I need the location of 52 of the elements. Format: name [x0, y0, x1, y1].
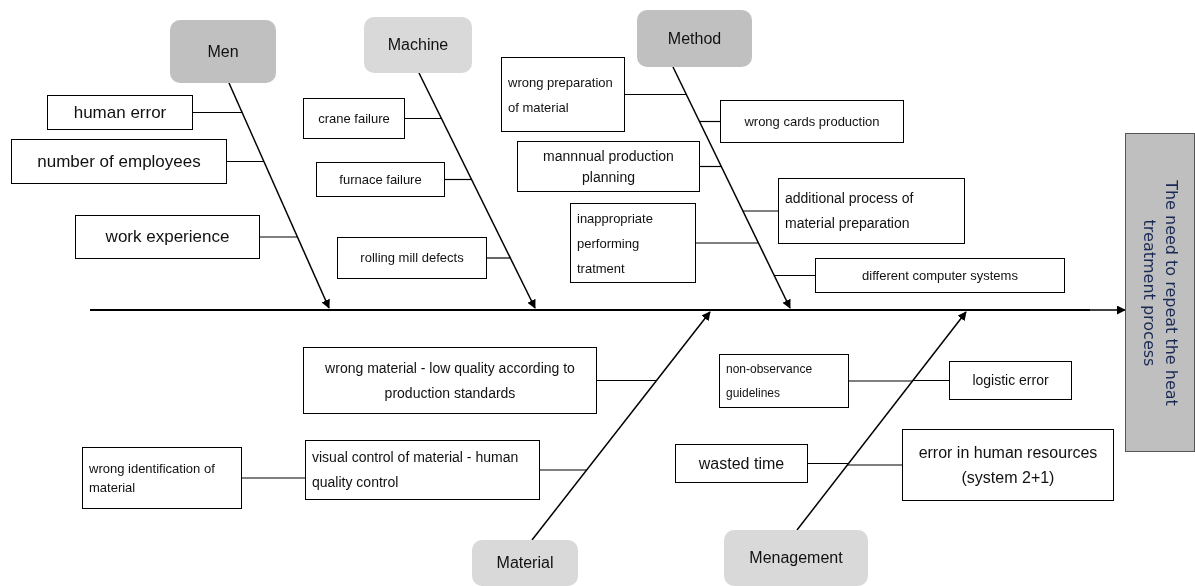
connector-line: [404, 117, 443, 120]
connector-line: [848, 380, 914, 382]
connector-line: [259, 236, 299, 238]
arrow: [531, 311, 711, 541]
cause-box: logistic error: [949, 361, 1072, 400]
connector-line: [695, 242, 760, 244]
connector-line: [698, 120, 721, 123]
arrow: [1089, 305, 1126, 315]
cause-box: rolling mill defects: [337, 237, 487, 279]
cause-box: wrong material - low quality according to production standards: [303, 347, 597, 414]
cause-box: work experience: [75, 215, 260, 259]
connector-line: [192, 111, 243, 114]
connector-line: [699, 165, 722, 168]
connector-line: [444, 178, 473, 181]
connector-line: [624, 93, 687, 96]
cause-box: number of employees: [11, 139, 227, 184]
arrow: [228, 82, 330, 309]
cause-box: different computer systems: [815, 258, 1065, 293]
connector-line: [539, 469, 588, 471]
cause-box: human error: [47, 95, 193, 130]
arrow: [672, 66, 791, 309]
category-box: Menagement: [724, 530, 868, 586]
arrow: [418, 72, 536, 309]
effect-label: The need to repeat the heat treatment process: [1139, 178, 1182, 408]
cause-box: error in human resources (system 2+1): [902, 429, 1114, 501]
connector-line: [241, 477, 306, 479]
connector-line: [846, 464, 903, 466]
cause-box: inappropriate performing tratment: [570, 203, 696, 283]
connector-line: [226, 160, 265, 163]
category-box: Method: [637, 10, 752, 67]
category-box: Material: [472, 540, 578, 586]
cause-box: crane failure: [303, 98, 405, 139]
connector-line: [596, 379, 658, 382]
connector-line: [807, 462, 850, 465]
cause-box: additional process of material preparation: [778, 178, 965, 244]
cause-box: wrong identification of material: [82, 447, 242, 509]
connector-line: [912, 379, 950, 382]
cause-box: wrong preparation of material: [501, 57, 625, 132]
cause-box: mannnual production planning: [517, 141, 700, 192]
effect-box: [1125, 133, 1195, 452]
connector-line: [773, 274, 816, 277]
connector-line: [742, 210, 779, 212]
cause-box: furnace failure: [316, 162, 445, 197]
cause-box: wrong cards production: [720, 100, 904, 143]
cause-box: wasted time: [675, 444, 808, 483]
connector-line: [486, 257, 511, 259]
cause-box: non-observance guidelines: [719, 354, 849, 408]
spine-line: [90, 309, 1090, 311]
arrow: [796, 311, 967, 531]
cause-box: visual control of material - human quality control: [305, 440, 540, 500]
category-box: Men: [170, 20, 276, 83]
category-box: Machine: [364, 17, 472, 73]
